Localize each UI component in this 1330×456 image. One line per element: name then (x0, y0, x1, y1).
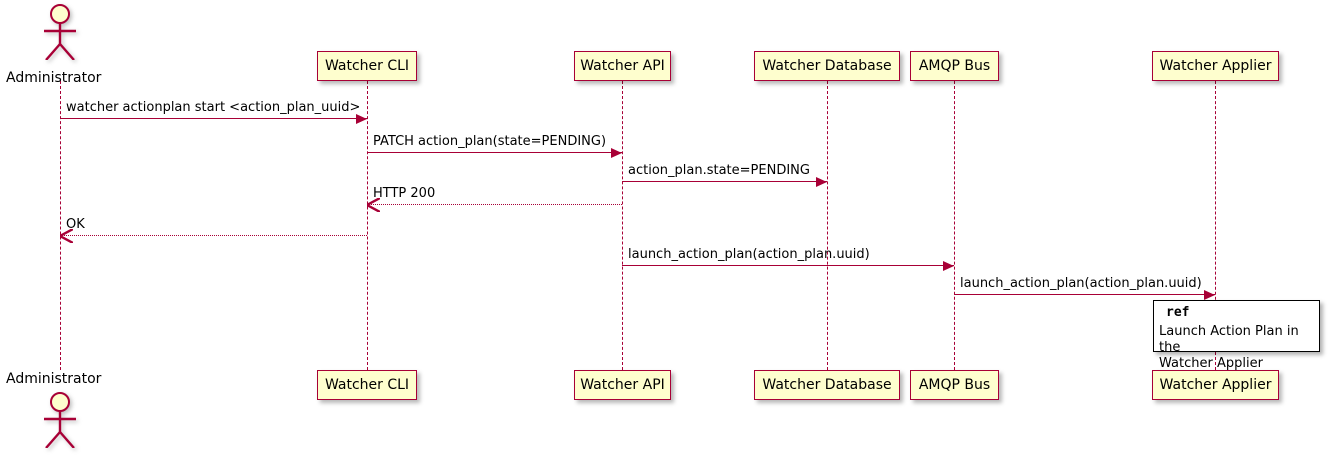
participant-box-watcher-applier-bottom: Watcher Applier (1152, 370, 1279, 400)
message-arrowhead-3 (816, 176, 827, 187)
participant-box-watcher-cli-top: Watcher CLI (317, 51, 417, 81)
actor-administrator (36, 392, 84, 449)
actor-label-administrator-bottom: Administrator (6, 371, 102, 387)
message-line-1 (60, 118, 367, 119)
ref-fragment-tab-label: ref (1166, 305, 1190, 320)
participant-label: Watcher Database (762, 58, 892, 74)
message-line-6 (622, 265, 954, 266)
message-line-2 (367, 152, 622, 153)
message-arrowhead-4 (364, 196, 381, 214)
lifeline-watcher-applier (1215, 81, 1216, 370)
lifeline-amqp-bus (954, 81, 955, 370)
message-arrowhead-1 (356, 113, 367, 124)
participant-label: Watcher CLI (324, 58, 410, 74)
participant-box-watcher-api-bottom: Watcher API (574, 370, 671, 400)
lifeline-administrator (60, 81, 61, 370)
participant-box-watcher-api-top: Watcher API (574, 51, 671, 81)
participant-box-watcher-applier-top: Watcher Applier (1152, 51, 1279, 81)
message-line-3 (622, 181, 827, 182)
lifeline-watcher-api (622, 81, 623, 370)
participant-label: Watcher API (580, 58, 665, 74)
participant-box-amqp-bus-top: AMQP Bus (910, 51, 999, 81)
ref-fragment-box (1153, 300, 1320, 352)
participant-box-watcher-database-top: Watcher Database (754, 51, 900, 81)
message-line-4 (367, 204, 622, 205)
actor-label-administrator: Administrator (6, 70, 102, 86)
lifeline-watcher-cli (367, 81, 368, 370)
participant-box-watcher-cli-bottom: Watcher CLI (317, 370, 417, 400)
participant-label: Watcher API (580, 377, 665, 393)
participant-label: Watcher Applier (1159, 377, 1272, 393)
participant-box-watcher-database-bottom: Watcher Database (754, 370, 900, 400)
actor-figure-icon (44, 4, 76, 61)
message-label-7: launch_action_plan(action_plan.uuid) (960, 276, 1202, 291)
participant-label: Watcher CLI (324, 377, 410, 393)
message-label-2: PATCH action_plan(state=PENDING) (373, 134, 607, 149)
ref-fragment-body: Launch Action Plan in the Watcher Applie… (1159, 324, 1299, 371)
participant-label: AMQP Bus (918, 377, 991, 393)
message-arrowhead-5 (57, 227, 74, 245)
message-label-1: watcher actionplan start <action_plan_uu… (66, 100, 361, 115)
participant-box-amqp-bus-bottom: AMQP Bus (910, 370, 999, 400)
message-label-6: launch_action_plan(action_plan.uuid) (628, 247, 870, 262)
participant-label: AMQP Bus (918, 58, 991, 74)
message-line-7 (954, 294, 1215, 295)
actor-figure-icon (44, 392, 76, 449)
message-line-5 (60, 235, 367, 236)
message-label-3: action_plan.state=PENDING (628, 163, 810, 178)
actor-administrator (36, 4, 84, 61)
message-label-4: HTTP 200 (373, 186, 436, 201)
message-arrowhead-7 (1204, 289, 1215, 300)
message-arrowhead-2 (611, 147, 622, 158)
message-arrowhead-6 (943, 260, 954, 271)
message-label-5: OK (66, 217, 85, 232)
lifeline-watcher-database (827, 81, 828, 370)
participant-label: Watcher Applier (1159, 58, 1272, 74)
participant-label: Watcher Database (762, 377, 892, 393)
